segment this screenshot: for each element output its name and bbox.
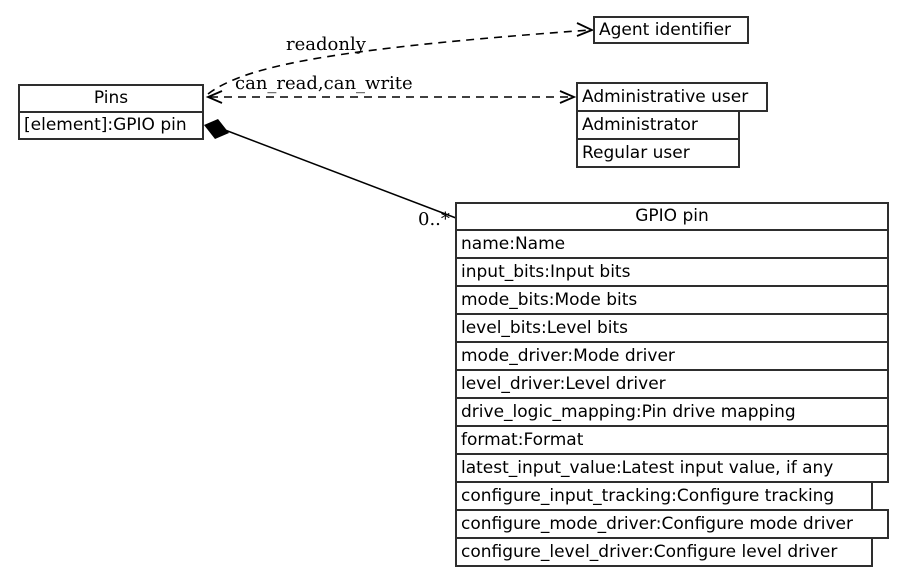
gpio-pin-title: GPIO pin (455, 202, 889, 231)
administrative-user-title: Administrative user (576, 82, 768, 112)
admin-row-administrator: Administrator (576, 110, 740, 140)
pins-attribute-row: [element]:GPIO pin (18, 111, 204, 140)
gpio-row-latest-input-value: latest_input_value:Latest input value, i… (455, 453, 889, 483)
gpio-row-level-bits: level_bits:Level bits (455, 313, 889, 343)
gpio-row-format: format:Format (455, 425, 889, 455)
gpio-row-level-driver: level_driver:Level driver (455, 369, 889, 399)
gpio-row-name: name:Name (455, 229, 889, 259)
admin-row-regular-user: Regular user (576, 138, 740, 168)
gpio-row-configure-input-tracking: configure_input_tracking:Configure track… (455, 481, 873, 511)
gpio-row-configure-level-driver: configure_level_driver:Configure level d… (455, 537, 873, 567)
administrative-user-box: Administrative user Administrator Regula… (576, 82, 768, 168)
arrowhead-icon (576, 22, 595, 37)
arrowhead-icon (205, 90, 223, 104)
gpio-row-input-bits: input_bits:Input bits (455, 257, 889, 287)
agent-identifier-box: Agent identifier (593, 16, 749, 44)
gpio-pin-class-box: GPIO pin name:Name input_bits:Input bits… (455, 202, 889, 567)
agent-identifier-title: Agent identifier (593, 16, 749, 44)
edge-label-readonly: readonly (286, 34, 366, 55)
pins-title: Pins (18, 84, 204, 113)
edge-label-multiplicity: 0..* (418, 209, 450, 230)
edge-label-can-read-can-write: can_read,can_write (235, 73, 413, 94)
gpio-row-mode-driver: mode_driver:Mode driver (455, 341, 889, 371)
pins-class-box: Pins [element]:GPIO pin (18, 84, 204, 140)
arrowhead-icon (559, 90, 577, 104)
edge-composition-line (224, 129, 457, 219)
gpio-row-drive-logic-mapping: drive_logic_mapping:Pin drive mapping (455, 397, 889, 427)
composition-diamond-icon (204, 119, 229, 139)
gpio-row-mode-bits: mode_bits:Mode bits (455, 285, 889, 315)
gpio-row-configure-mode-driver: configure_mode_driver:Configure mode dri… (455, 509, 889, 539)
